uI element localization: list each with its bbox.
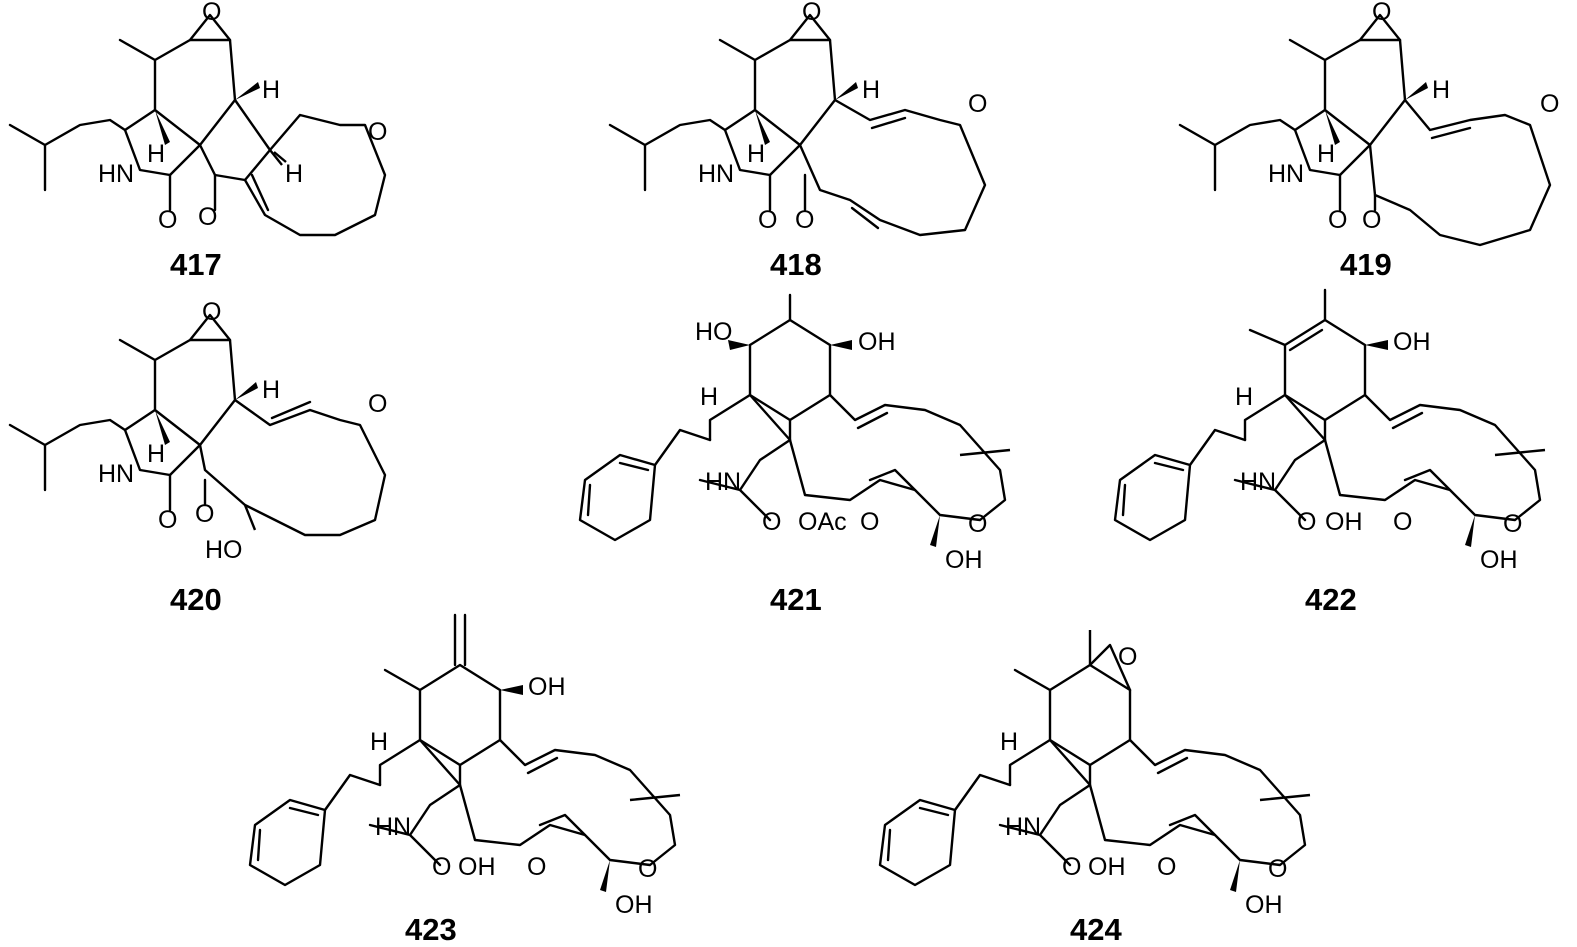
atom-label: O xyxy=(368,118,387,146)
atom-label: O xyxy=(1062,853,1081,881)
atom-label: HN xyxy=(1268,160,1304,188)
compound-label: 421 xyxy=(770,582,822,617)
atom-label: H xyxy=(1000,728,1018,756)
atom-label: OH xyxy=(1480,546,1518,574)
atom-label: O xyxy=(802,0,821,26)
atom-label: O xyxy=(158,506,177,534)
structure-422: OH H HN O OH O O OH 422 xyxy=(1113,288,1546,617)
atom-label: O xyxy=(1297,508,1316,536)
atom-label: OH xyxy=(1325,508,1363,536)
compound-label: 419 xyxy=(1340,247,1392,282)
atom-label: O xyxy=(762,508,781,536)
atom-label: O xyxy=(368,390,387,418)
compound-label: 418 xyxy=(770,247,822,282)
atom-label: OAc xyxy=(798,508,847,536)
atom-label: O xyxy=(198,203,217,231)
atom-label: H xyxy=(370,728,388,756)
atom-label: H xyxy=(747,140,765,168)
atom-label: OH xyxy=(1088,853,1126,881)
atom-label: HN xyxy=(705,468,741,496)
atom-label: H xyxy=(262,76,280,104)
atom-label: HN xyxy=(98,460,134,488)
structure-424: O H HN O OH O O OH 424 xyxy=(878,630,1311,947)
atom-label: O xyxy=(1328,206,1347,234)
atom-label: OH xyxy=(1393,328,1431,356)
atom-label: H xyxy=(285,160,303,188)
atom-label: O xyxy=(158,206,177,234)
structure-421: HO OH H HN O OAc O O OH 421 xyxy=(578,293,1011,617)
atom-label: HN xyxy=(375,813,411,841)
atom-label: O xyxy=(1118,643,1137,671)
atom-label: H xyxy=(862,76,880,104)
atom-label: OH xyxy=(458,853,496,881)
atom-label: O xyxy=(968,510,987,538)
compound-label: 417 xyxy=(170,247,222,282)
structure-417: O H O HN H O H O 417 xyxy=(8,0,387,282)
atom-label: O xyxy=(195,500,214,528)
atom-label: H xyxy=(262,376,280,404)
atom-label: O xyxy=(1157,853,1176,881)
atom-label: HN xyxy=(98,160,134,188)
atom-label: O xyxy=(527,853,546,881)
atom-label: HN xyxy=(1005,813,1041,841)
atom-label: H xyxy=(700,383,718,411)
atom-label: O xyxy=(1372,0,1391,26)
compound-label: 420 xyxy=(170,582,222,617)
atom-label: O xyxy=(968,90,987,118)
atom-label: HO xyxy=(695,318,733,346)
atom-label: OH xyxy=(858,328,896,356)
atom-label: H xyxy=(1317,140,1335,168)
atom-label: OH xyxy=(1245,891,1283,919)
atom-label: H xyxy=(147,440,165,468)
atom-label: O xyxy=(1540,90,1559,118)
atom-label: OH xyxy=(528,673,566,701)
atom-label: O xyxy=(432,853,451,881)
atom-label: H xyxy=(1235,383,1253,411)
structure-420: O H O HN H O O HO 420 xyxy=(8,298,387,617)
structure-418: O H O HN H O O 418 xyxy=(608,0,987,282)
compound-label: 424 xyxy=(1070,912,1122,942)
atom-label: O xyxy=(202,0,221,26)
atom-label: O xyxy=(1393,508,1412,536)
atom-label: O xyxy=(1503,510,1522,538)
atom-label: O xyxy=(1268,855,1287,883)
atom-label: HO xyxy=(205,536,243,564)
atom-label: H xyxy=(1432,76,1450,104)
atom-label: O xyxy=(860,508,879,536)
atom-label: O xyxy=(795,206,814,234)
compound-label: 423 xyxy=(405,912,457,942)
compound-label: 422 xyxy=(1305,582,1357,617)
atom-label: H xyxy=(147,140,165,168)
structure-419: O H O HN H O O 419 xyxy=(1178,0,1559,282)
structure-423: OH H HN O OH O O OH 423 xyxy=(248,613,681,947)
atom-label: OH xyxy=(945,546,983,574)
atom-label: OH xyxy=(615,891,653,919)
atom-label: HN xyxy=(698,160,734,188)
atom-label: O xyxy=(758,206,777,234)
atom-label: HN xyxy=(1240,468,1276,496)
atom-label: O xyxy=(202,298,221,326)
atom-label: O xyxy=(638,855,657,883)
atom-label: O xyxy=(1362,206,1381,234)
